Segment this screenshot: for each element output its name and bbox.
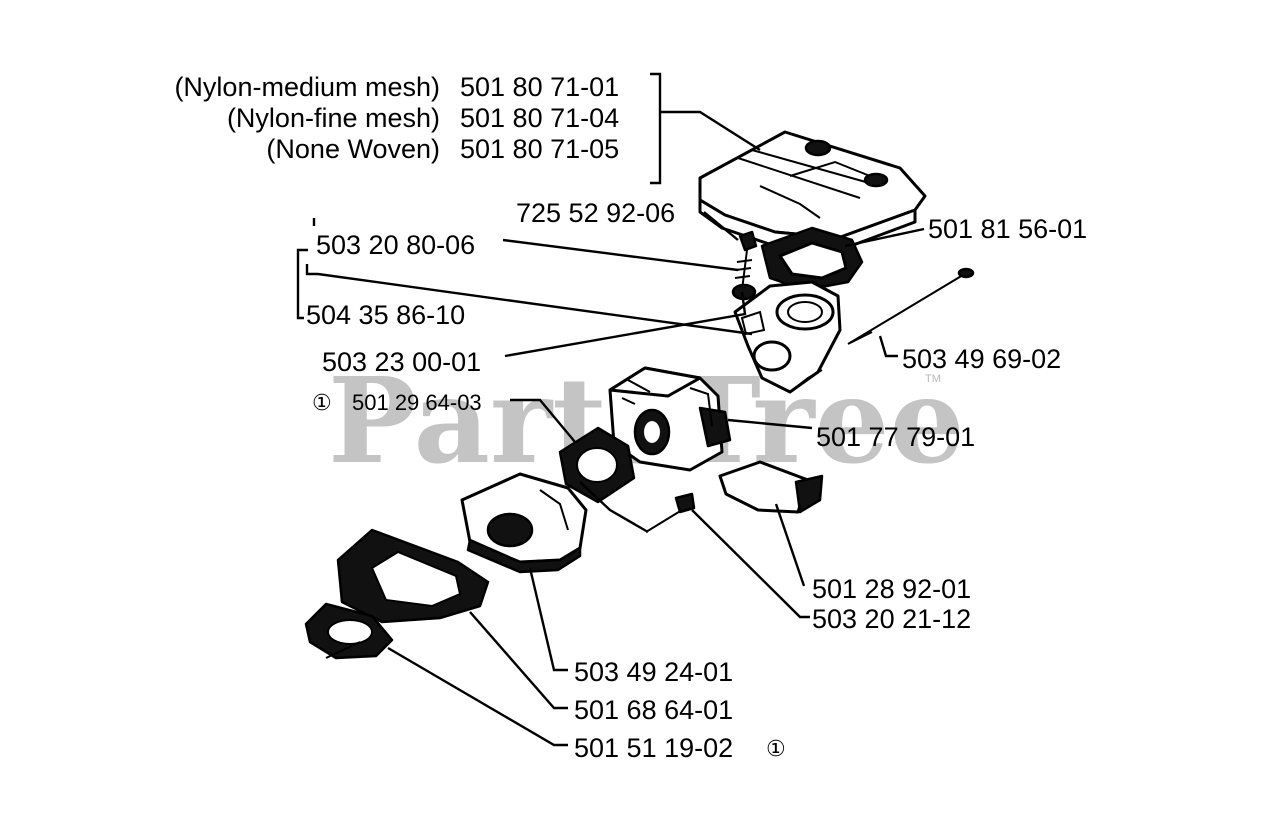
filter-part-2: 501 80 71-04 [460, 103, 619, 133]
label-bolt-b: 504 35 86-10 [306, 300, 465, 330]
carb-screw [645, 492, 696, 533]
fuel-filter [718, 460, 824, 514]
label-flange-gasket: 501 51 19-02 [574, 733, 733, 763]
label-top-gasket: 501 81 56-01 [928, 214, 1087, 244]
washer [731, 283, 757, 301]
label-fuel-filter: 501 28 92-01 [812, 574, 971, 604]
note-symbol-1: ① [312, 390, 332, 415]
label-intake-block: 503 49 24-01 [574, 657, 733, 687]
label-gasket-kit: 501 29 64-03 [352, 390, 482, 415]
label-cover-screw: 725 52 92-06 [516, 198, 675, 228]
label-carb-screw: 503 20 21-12 [812, 604, 971, 634]
filter-group-labels: (Nylon-medium mesh) 501 80 71-01 (Nylon-… [174, 72, 619, 164]
gasket-diamond [558, 426, 636, 504]
carburetor [608, 366, 732, 472]
top-gasket [760, 226, 864, 292]
long-rod [847, 267, 975, 345]
filter-part-1: 501 80 71-01 [460, 72, 619, 102]
label-carburetor: 501 77 79-01 [816, 422, 975, 452]
intake-block [460, 472, 588, 574]
label-rod: 503 49 69-02 [902, 344, 1061, 374]
watermark-tm: TM [925, 373, 941, 385]
filter-desc-2: (Nylon-fine mesh) [227, 103, 440, 133]
flange-gasket [304, 602, 394, 660]
label-washer: 503 23 00-01 [322, 347, 481, 377]
carburetor-adapter [733, 280, 842, 394]
label-bolt-a: 503 20 80-06 [316, 230, 475, 260]
leader-lines [296, 72, 925, 747]
cover-screw [734, 230, 758, 291]
filter-part-3: 501 80 71-05 [460, 134, 619, 164]
filter-desc-3: (None Woven) [266, 134, 440, 164]
label-intake-boot: 501 68 64-01 [574, 695, 733, 725]
air-filter-cover [698, 130, 927, 252]
note-symbol-2: ① [766, 736, 786, 761]
filter-desc-1: (Nylon-medium mesh) [174, 72, 440, 102]
intake-boot [336, 528, 490, 624]
